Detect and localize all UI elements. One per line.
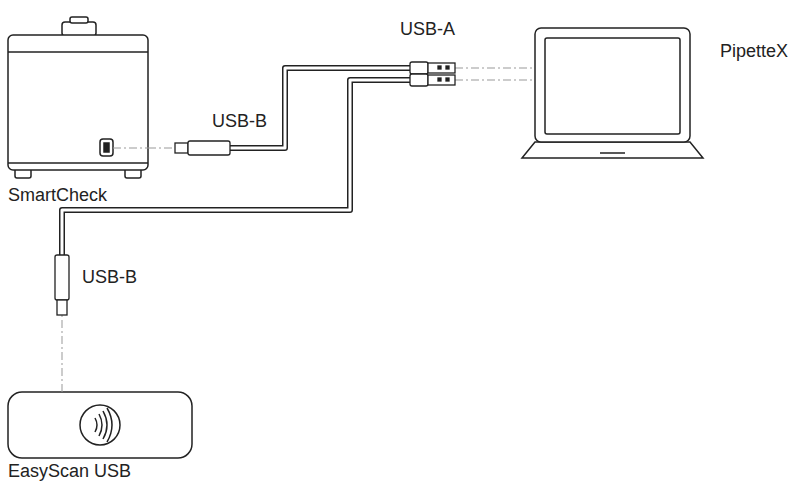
usb-b-plug xyxy=(175,141,230,155)
connector-type: USB-B xyxy=(210,112,269,132)
device-name: SmartCheck xyxy=(8,186,107,206)
easyscan-reader xyxy=(8,392,192,458)
laptop xyxy=(522,28,703,158)
device-name: EasyScan USB xyxy=(8,462,131,482)
usb-a-plug xyxy=(410,62,455,74)
connection-line xyxy=(455,80,535,81)
device-node: SmartCheck xyxy=(8,35,148,178)
device-name: PipetteX xyxy=(720,42,788,62)
connector-type: USB-A xyxy=(398,20,457,40)
device-node: PipetteX xyxy=(535,28,690,158)
connection-line xyxy=(148,148,175,149)
cable-outline xyxy=(62,80,410,255)
connection-line xyxy=(455,68,535,69)
device-node: EasyScan USB xyxy=(8,392,192,458)
smartcheck-device xyxy=(8,17,148,178)
usb-a-plug xyxy=(410,74,455,86)
usb-cable xyxy=(55,74,535,392)
cable-inner xyxy=(62,80,410,255)
connection-line xyxy=(113,148,148,149)
usb-b-plug xyxy=(55,255,69,315)
connection-line xyxy=(62,315,63,392)
connector-type: USB-B xyxy=(80,268,139,288)
usb-cable xyxy=(148,62,535,155)
